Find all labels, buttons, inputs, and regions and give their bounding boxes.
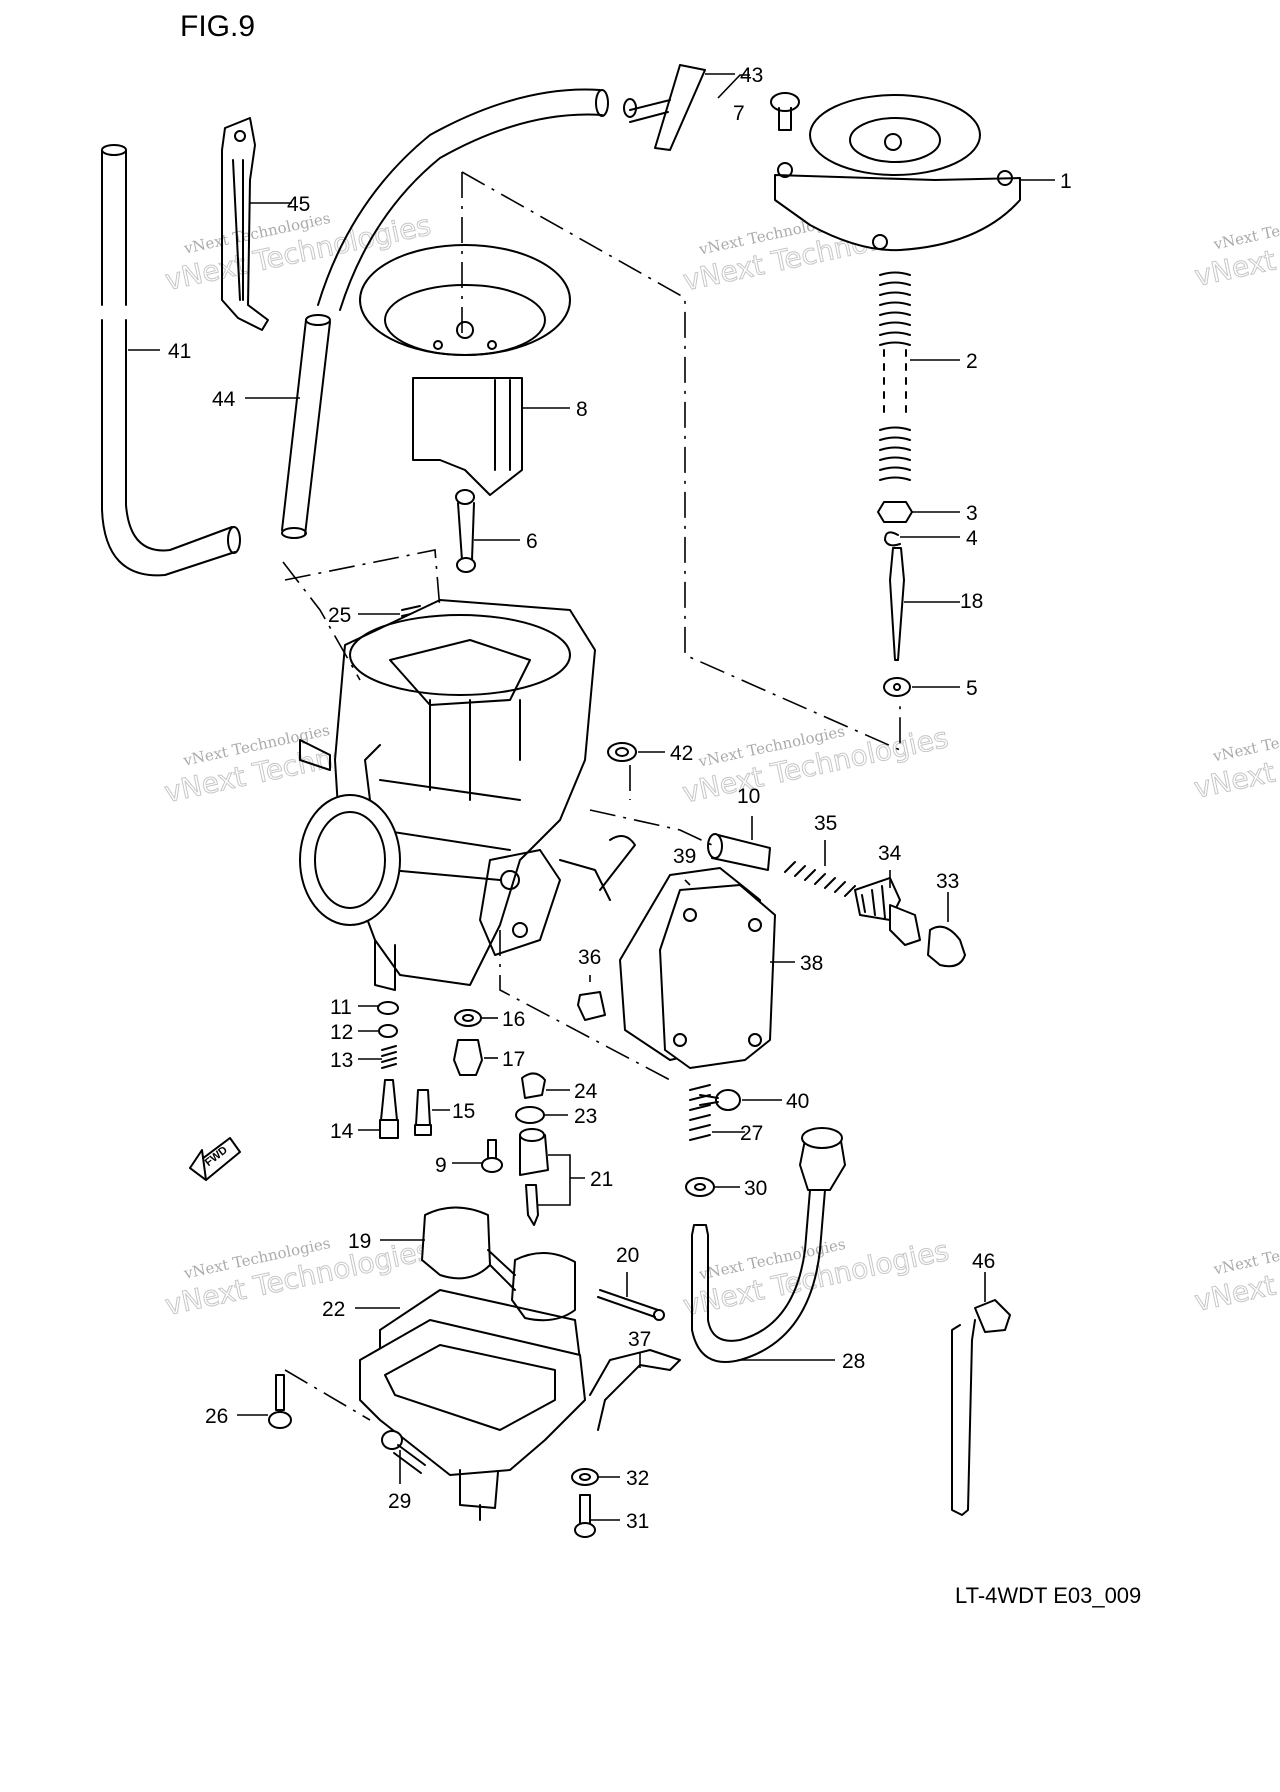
callout-22: 22: [322, 1298, 345, 1321]
callout-2: 2: [966, 350, 978, 373]
part-float-bowl: [359, 1319, 586, 1521]
part-diaphragm-8: [359, 244, 571, 496]
callout-14: 14: [330, 1120, 354, 1143]
part-screw-26: [268, 1374, 292, 1429]
callout-17: 17: [502, 1048, 525, 1071]
part-nut-3: [877, 501, 913, 523]
callout-9: 9: [435, 1154, 447, 1177]
figure-title: FIG.9: [180, 10, 255, 43]
part-jet-15: [414, 1089, 432, 1136]
part-screw-40: [699, 1089, 741, 1111]
callout-30: 30: [744, 1177, 767, 1200]
part-washer-16: [454, 1009, 482, 1027]
callout-18: 18: [960, 590, 983, 613]
part-washer-32: [571, 1468, 599, 1486]
callout-29: 29: [388, 1490, 411, 1513]
part-tee-43: [623, 64, 706, 151]
part-cap-33: [927, 925, 966, 968]
part-screw-9: [481, 1139, 503, 1173]
part-spring-27: [689, 1084, 711, 1141]
callout-44: 44: [212, 388, 236, 411]
callout-7: 7: [733, 102, 745, 125]
part-cap-24: [521, 1072, 546, 1099]
part-jet-17: [453, 1039, 483, 1076]
callout-25: 25: [328, 604, 351, 627]
part-spring-2: [879, 271, 911, 481]
callout-38: 38: [800, 952, 823, 975]
assembly-lines: [282, 171, 901, 1421]
part-cover-38: [659, 884, 776, 1069]
callout-12: 12: [330, 1021, 353, 1044]
callout-40: 40: [786, 1090, 809, 1113]
part-needle-jet-21: [519, 1128, 549, 1226]
parts-drawing: [101, 64, 1021, 1538]
callout-19: 19: [348, 1230, 371, 1253]
leader-lines: [128, 73, 1055, 1521]
part-screw-6: [455, 489, 476, 573]
part-hose-41: [101, 144, 241, 577]
callout-10: 10: [737, 785, 760, 808]
part-tool-46: [951, 1299, 1011, 1516]
part-pin-20: [597, 1289, 665, 1321]
part-screw-31: [574, 1494, 596, 1538]
part-top-cover-1: [774, 94, 1021, 252]
callout-15: 15: [452, 1100, 475, 1123]
callout-45: 45: [287, 193, 310, 216]
callout-34: 34: [878, 842, 902, 865]
callout-23: 23: [574, 1105, 597, 1128]
callout-42: 42: [670, 742, 693, 765]
callout-16: 16: [502, 1008, 525, 1031]
callout-43: 43: [740, 64, 763, 87]
part-carburetor-body: [299, 599, 636, 991]
part-spring-35: [784, 861, 856, 897]
callout-31: 31: [626, 1510, 649, 1533]
callout-27: 27: [740, 1122, 763, 1145]
part-spring-13: [381, 1045, 397, 1069]
part-washer-23: [515, 1106, 545, 1124]
part-boot-36: [577, 991, 606, 1021]
callout-3: 3: [966, 502, 978, 525]
callout-36: 36: [578, 946, 601, 969]
callout-13: 13: [330, 1049, 353, 1072]
part-screw-7: [770, 92, 800, 131]
part-clip-45: [221, 117, 269, 331]
callout-5: 5: [966, 677, 978, 700]
callout-6: 6: [526, 530, 538, 553]
part-washer-5: [883, 677, 911, 697]
part-washer-30: [685, 1177, 715, 1197]
callout-41: 41: [168, 340, 191, 363]
callout-26: 26: [205, 1405, 228, 1428]
part-screw-29: [381, 1430, 426, 1474]
fwd-arrow-icon: [189, 1137, 241, 1181]
part-needle-18: [889, 547, 905, 661]
part-float-19: [421, 1206, 576, 1322]
part-clip-4: [884, 531, 901, 547]
callout-35: 35: [814, 812, 837, 835]
callout-33: 33: [936, 870, 959, 893]
callout-46: 46: [972, 1250, 995, 1273]
callout-11: 11: [330, 996, 352, 1019]
callout-24: 24: [574, 1080, 598, 1103]
part-washer-42: [607, 742, 637, 762]
callout-28: 28: [842, 1350, 865, 1373]
callout-32: 32: [626, 1467, 649, 1490]
callout-20: 20: [616, 1244, 639, 1267]
callout-labels: 1 2 3 4 5 6 7 8 9 10 11 12 13 14 15 16 1…: [168, 64, 1072, 1533]
callout-4: 4: [966, 527, 978, 550]
callout-1: 1: [1060, 170, 1072, 193]
callout-8: 8: [576, 398, 588, 421]
figure-code: LT-4WDT E03_009: [955, 1583, 1141, 1608]
part-plunger-10: [707, 833, 771, 871]
part-bracket-37: [589, 1349, 681, 1431]
part-washer-11: [377, 1001, 399, 1015]
callout-39: 39: [673, 845, 696, 868]
callout-37: 37: [628, 1328, 651, 1351]
part-screw-14: [379, 1079, 399, 1139]
part-hose-28: [691, 1127, 846, 1363]
callout-21: 21: [590, 1168, 613, 1191]
part-nut-34: [854, 877, 921, 946]
part-washer-12: [378, 1024, 398, 1038]
part-hose-44: [281, 88, 609, 539]
